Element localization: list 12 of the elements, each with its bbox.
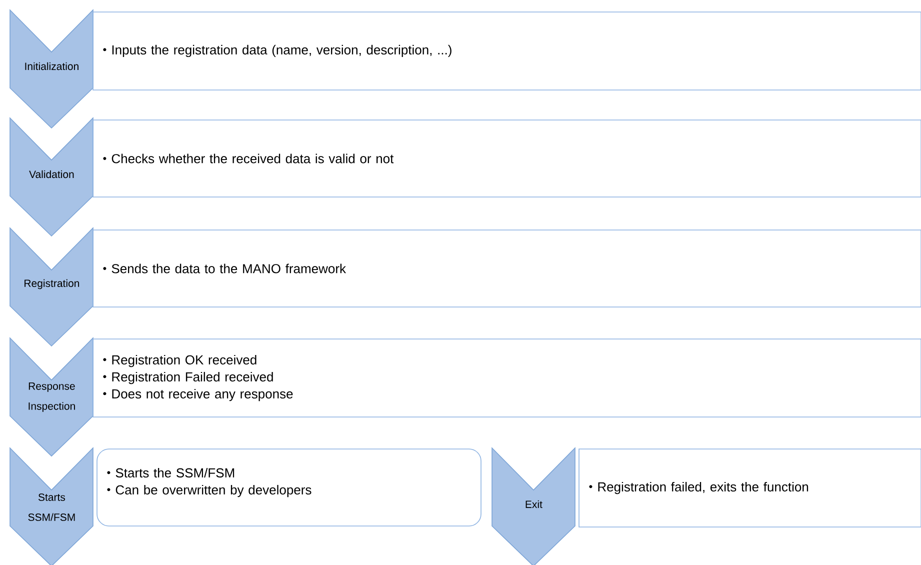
text-box: Registration OK received Registration Failed received Does not receive any response (92, 338, 921, 418)
chevron-step: Response Inspection (10, 337, 94, 457)
chevron-step: Validation (10, 117, 94, 237)
text-box: Sends the data to the MANO framework (92, 230, 921, 308)
chevron-step: Registration (10, 227, 94, 347)
chevron-step: Initialization (10, 9, 94, 129)
text-box: Inputs the registration data (name, version, description, ...) (92, 12, 921, 90)
chevron-step: Starts SSM/FSM (10, 447, 94, 565)
text-box: Starts the SSM/FSM Can be overwritten by developers (96, 448, 482, 526)
chevron-step: Exit (492, 447, 576, 565)
text-box: Registration failed, exits the function (578, 448, 921, 528)
text-box: Checks whether the received data is valid or not (92, 120, 921, 198)
